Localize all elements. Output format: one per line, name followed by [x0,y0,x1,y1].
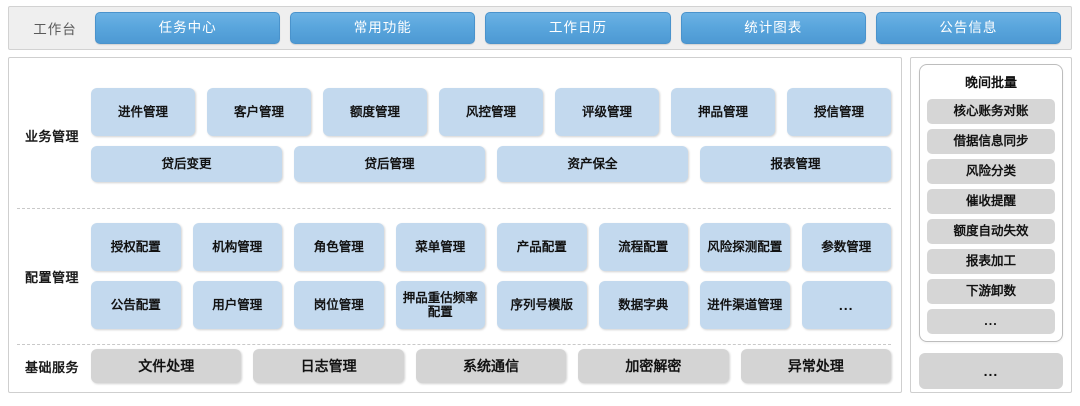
module-card-user-management[interactable]: 用户管理 [192,281,282,329]
sidebar-more-card[interactable]: ... [919,353,1063,389]
module-card-menu-management[interactable]: 菜单管理 [395,223,485,271]
band-business-management: 业务管理 进件管理 客户管理 额度管理 风控管理 评级管理 押品管理 授信管理 … [13,62,891,208]
module-card-risk-detection-config[interactable]: 风险探测配置 [700,223,790,271]
module-card-data-dictionary[interactable]: 数据字典 [598,281,688,329]
modules-panel: 业务管理 进件管理 客户管理 额度管理 风控管理 评级管理 押品管理 授信管理 … [8,57,902,393]
module-card-log-management[interactable]: 日志管理 [253,349,404,383]
business-row-2: 贷后变更 贷后管理 资产保全 报表管理 [91,146,891,182]
module-card-customer-management[interactable]: 客户管理 [207,88,311,136]
module-card-product-config[interactable]: 产品配置 [497,223,587,271]
basic-services-rows: 文件处理 日志管理 系统通信 加密解密 异常处理 [91,345,892,387]
band-label-business: 业务管理 [24,128,79,144]
module-card-collateral-revaluation-frequency-config[interactable]: 押品重估频率配置 [395,281,485,329]
night-batch-box: 晚间批量 核心账务对账 借据信息同步 风险分类 催收提醒 额度自动失效 报表加工… [919,64,1063,342]
module-card-asset-preservation[interactable]: 资产保全 [497,146,688,182]
tab-common-functions[interactable]: 常用功能 [290,12,476,44]
module-card-collateral-management[interactable]: 押品管理 [671,88,775,136]
module-card-parameter-management[interactable]: 参数管理 [801,223,891,271]
module-card-exception-handling[interactable]: 异常处理 [740,349,892,383]
module-card-role-management[interactable]: 角色管理 [294,223,384,271]
batch-item-report-processing[interactable]: 报表加工 [927,249,1055,274]
tab-statistics-charts[interactable]: 统计图表 [680,12,866,44]
module-card-more[interactable]: ... [801,281,891,329]
page-title: 工作台 [33,22,77,37]
module-card-risk-control-management[interactable]: 风控管理 [439,88,543,136]
tab-list: 任务中心 常用功能 工作日历 统计图表 公告信息 [91,12,1062,44]
module-card-process-config[interactable]: 流程配置 [598,223,688,271]
night-batch-title: 晚间批量 [964,75,1017,90]
batch-item-risk-classification[interactable]: 风险分类 [927,159,1055,184]
sidebar-panel: 晚间批量 核心账务对账 借据信息同步 风险分类 催收提醒 额度自动失效 报表加工… [910,57,1072,393]
tab-announcements[interactable]: 公告信息 [875,12,1062,44]
band-label-configuration: 配置管理 [24,269,79,285]
module-card-intake-channel-management[interactable]: 进件渠道管理 [700,281,790,329]
module-card-announcement-config[interactable]: 公告配置 [91,281,181,329]
batch-item-core-accounting-reconciliation[interactable]: 核心账务对账 [927,99,1055,124]
configuration-row-2: 公告配置 用户管理 岗位管理 押品重估频率配置 序列号模版 数据字典 进件渠道管… [91,281,891,329]
configuration-rows: 授权配置 机构管理 角色管理 菜单管理 产品配置 流程配置 风险探测配置 参数管… [91,219,891,333]
body-area: 业务管理 进件管理 客户管理 额度管理 风控管理 评级管理 押品管理 授信管理 … [8,57,1072,393]
batch-item-downstream-data-unload[interactable]: 下游卸数 [927,279,1055,304]
tab-work-calendar[interactable]: 工作日历 [485,12,671,44]
batch-item-loan-receipt-sync[interactable]: 借据信息同步 [927,129,1055,154]
top-navigation-bar: 工作台 任务中心 常用功能 工作日历 统计图表 公告信息 [8,6,1072,50]
batch-item-auto-limit-expiry[interactable]: 额度自动失效 [927,219,1055,244]
module-card-post-loan-change[interactable]: 贷后变更 [91,146,282,182]
module-card-post-loan-management[interactable]: 贷后管理 [294,146,485,182]
module-card-post-management[interactable]: 岗位管理 [294,281,384,329]
module-card-report-management[interactable]: 报表管理 [700,146,891,182]
module-card-file-processing[interactable]: 文件处理 [91,349,242,383]
module-card-organization-management[interactable]: 机构管理 [192,223,282,271]
band-configuration-management: 配置管理 授权配置 机构管理 角色管理 菜单管理 产品配置 流程配置 风险探测配… [13,208,891,344]
business-row-1: 进件管理 客户管理 额度管理 风控管理 评级管理 押品管理 授信管理 [91,88,891,136]
module-card-rating-management[interactable]: 评级管理 [555,88,659,136]
band-label-basic-services: 基础服务 [24,359,79,375]
module-card-encryption-decryption[interactable]: 加密解密 [578,349,729,383]
module-card-serial-number-template[interactable]: 序列号模版 [497,281,587,329]
module-card-credit-granting-management[interactable]: 授信管理 [787,88,891,136]
tab-task-center[interactable]: 任务中心 [95,12,281,44]
basic-services-row-1: 文件处理 日志管理 系统通信 加密解密 异常处理 [91,349,892,383]
batch-item-more[interactable]: ... [927,309,1055,334]
module-card-credit-limit-management[interactable]: 额度管理 [323,88,427,136]
batch-item-collection-reminder[interactable]: 催收提醒 [927,189,1055,214]
business-rows: 进件管理 客户管理 额度管理 风控管理 评级管理 押品管理 授信管理 贷后变更 … [91,84,891,186]
module-card-system-communication[interactable]: 系统通信 [415,349,567,383]
module-card-authorization-config[interactable]: 授权配置 [91,223,181,271]
sidebar-column: 晚间批量 核心账务对账 借据信息同步 风险分类 催收提醒 额度自动失效 报表加工… [910,57,1072,393]
module-card-intake-management[interactable]: 进件管理 [91,88,195,136]
band-basic-services: 基础服务 文件处理 日志管理 系统通信 加密解密 异常处理 [13,344,892,388]
configuration-row-1: 授权配置 机构管理 角色管理 菜单管理 产品配置 流程配置 风险探测配置 参数管… [91,223,891,271]
